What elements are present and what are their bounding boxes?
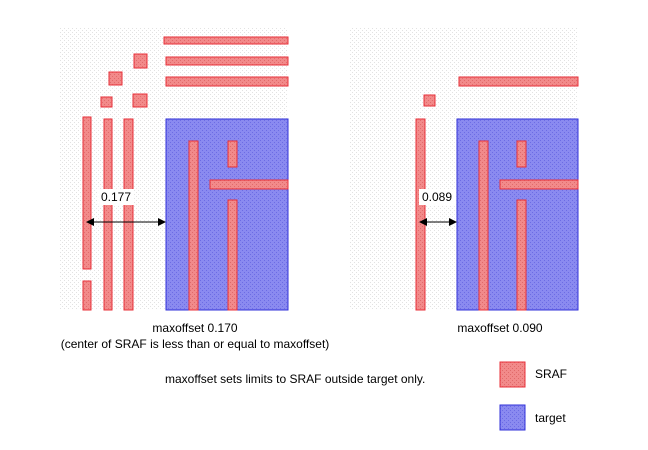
sraf-shape — [82, 116, 92, 270]
sraf-shape — [209, 179, 289, 190]
sraf-shape — [100, 96, 113, 108]
right-caption-line1: maxoffset 0.090 — [457, 321, 543, 335]
left-dimension-label: 0.177 — [98, 189, 135, 205]
legend-label-sraf: SRAF — [535, 367, 568, 381]
sraf-shape — [133, 53, 148, 69]
sraf-shape — [132, 93, 148, 108]
legend-label-target: target — [535, 411, 566, 425]
left-caption-line1: maxoffset 0.170 — [152, 321, 238, 335]
sraf-shape — [227, 199, 238, 311]
sraf-shape — [165, 76, 289, 87]
sraf-shape — [516, 140, 527, 168]
sraf-shape — [458, 76, 579, 87]
sraf-shape — [516, 199, 527, 311]
sraf-shape — [165, 56, 289, 66]
maxoffset-note: maxoffset sets limits to SRAF outside ta… — [165, 372, 426, 386]
sraf-shape — [123, 118, 134, 311]
legend-swatch-sraf — [499, 361, 526, 388]
legend-swatch-target — [499, 404, 526, 431]
target-shape — [165, 118, 289, 311]
sraf-shape — [163, 36, 289, 45]
sraf-shape — [423, 94, 436, 107]
sraf-shape — [415, 118, 426, 311]
sraf-shape — [188, 140, 199, 311]
sraf-shape — [478, 140, 489, 311]
right-dimension-label: 0.089 — [419, 189, 456, 205]
sraf-shape — [227, 140, 238, 168]
sraf-shape — [108, 71, 123, 86]
sraf-shape — [82, 280, 92, 311]
left-panel — [60, 28, 289, 311]
sraf-shape — [103, 118, 113, 311]
sraf-shape — [499, 179, 579, 190]
right-panel — [350, 28, 579, 311]
left-caption-line2: (center of SRAF is less than or equal to… — [60, 337, 330, 351]
